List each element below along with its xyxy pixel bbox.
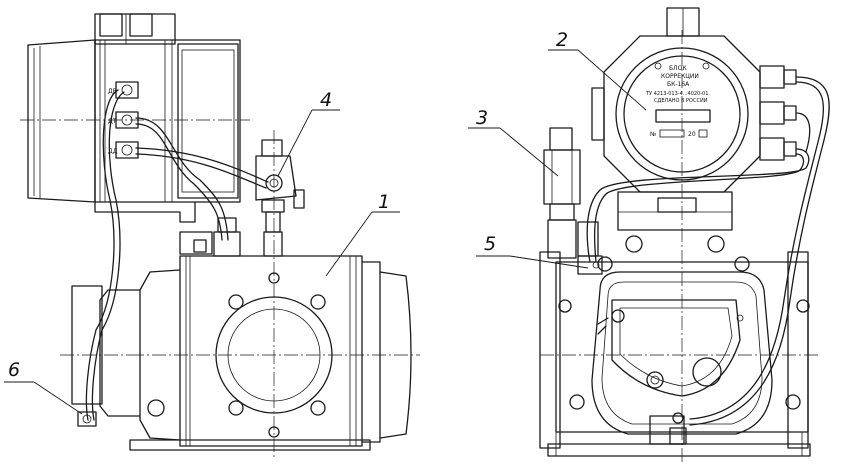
fitting-3-body (543, 149, 581, 205)
cable-right-b (586, 148, 810, 263)
callout-4: 4 (320, 89, 332, 111)
label-dd: ДД (108, 148, 118, 155)
callout-3: 3 (476, 107, 488, 129)
gland-right-3 (759, 137, 785, 161)
nameplate-line3: БК-16А (667, 81, 690, 88)
callout-2: 2 (556, 29, 568, 51)
cable-dd (135, 147, 269, 183)
mount-neck (617, 191, 733, 231)
unit-left-cap (27, 39, 96, 203)
counter-housing (71, 285, 103, 405)
gland-right-1 (759, 65, 785, 89)
serial-prefix: № (650, 131, 656, 138)
cable-right-a (689, 76, 830, 426)
nameplate-line5: СДЕЛАНО В РОССИИ (654, 98, 708, 104)
counter-body (591, 271, 773, 435)
right-view: БЛОК КОРРЕКЦИИ БК-16А ТУ 4213-013-4...40… (539, 7, 830, 462)
nameplate-line1: БЛОК (669, 65, 687, 72)
gland-dv (115, 81, 139, 99)
cable-dt (135, 117, 229, 241)
counter-window (611, 299, 741, 397)
gland-right-2 (759, 101, 785, 125)
fitting-4-top (261, 139, 283, 157)
nameplate-line2: КОРРЕКЦИИ (661, 73, 699, 80)
meter-body (179, 255, 363, 447)
fitting-3-top (549, 127, 573, 151)
callouts: 1 4 6 2 3 5 (4, 29, 647, 415)
label-dt: ДТ (108, 118, 117, 125)
ground-bolt-6 (77, 411, 97, 427)
display-window (655, 109, 711, 123)
callout-6: 6 (8, 359, 20, 381)
drain-plug (649, 415, 685, 445)
callout-5: 5 (484, 233, 496, 255)
year-label: 20 (688, 131, 696, 138)
label-dv: ДВ (108, 88, 117, 95)
gland-dd (115, 141, 139, 159)
cable-6 (85, 89, 119, 421)
nameplate-line4: ТУ 4213-013-4...4020-01 (645, 91, 708, 97)
mount-bracket (94, 201, 196, 223)
fitting-4-body (255, 155, 297, 201)
unit-body (94, 39, 241, 203)
callout-1: 1 (378, 191, 390, 213)
left-view: ДВ ДТ ДД (20, 13, 420, 460)
